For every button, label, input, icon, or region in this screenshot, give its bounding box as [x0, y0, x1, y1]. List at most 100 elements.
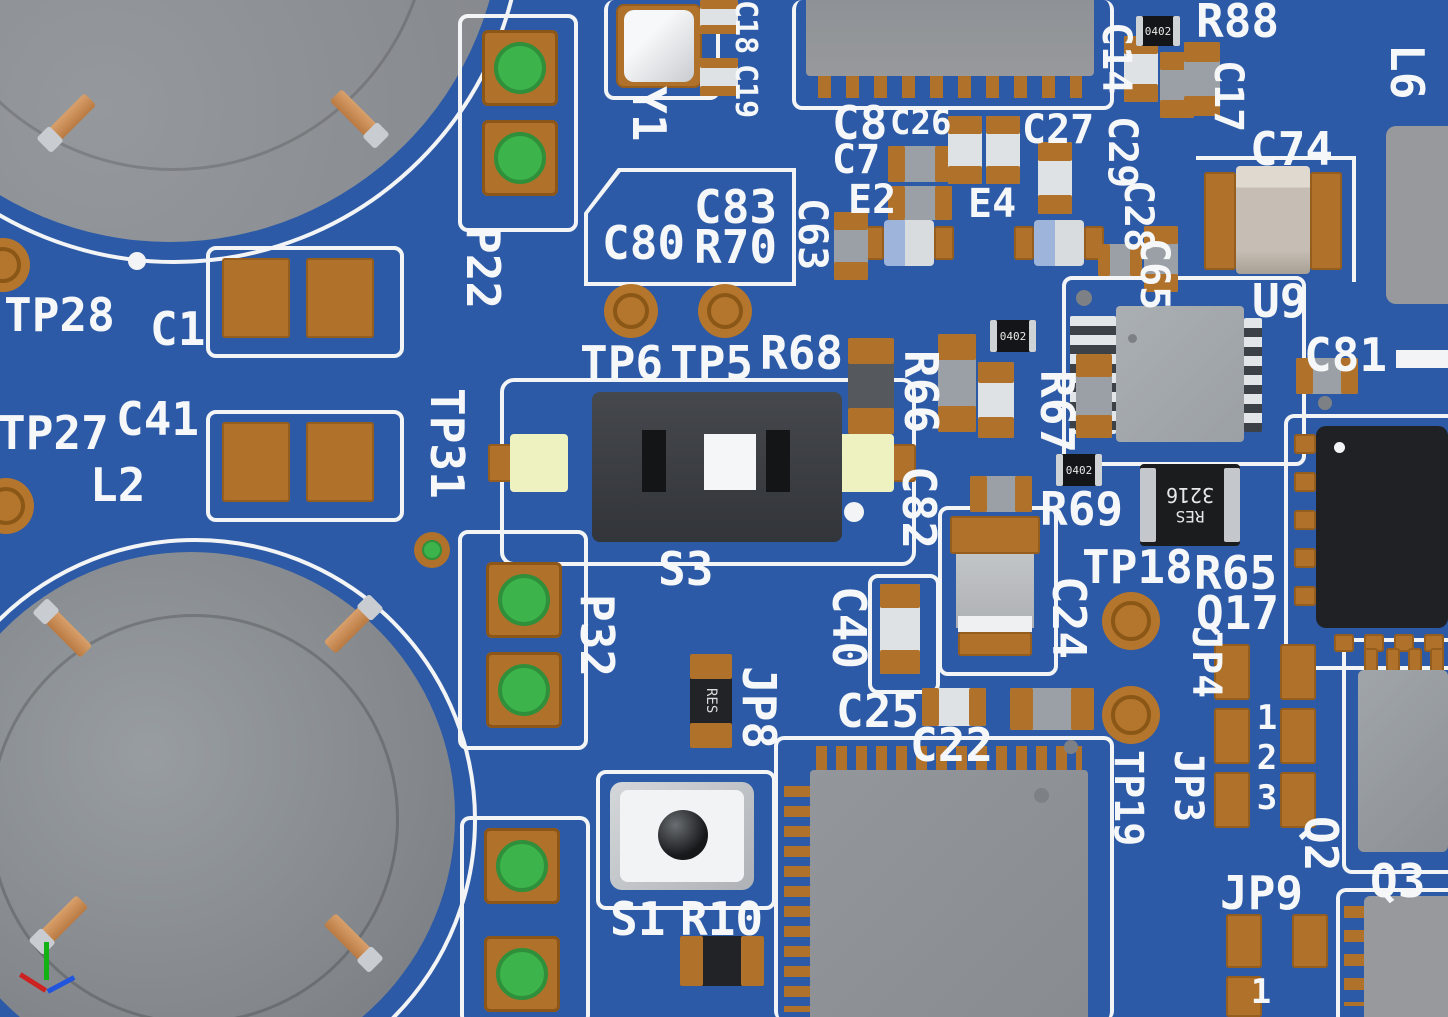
capacitor-c24-body[interactable] [956, 554, 1034, 628]
jumper-pad-jp3[interactable] [1280, 772, 1316, 828]
pad-q2 [1386, 648, 1400, 672]
label-tp6: TP6 [580, 336, 664, 390]
testpoint-tp6[interactable] [604, 284, 658, 338]
capacitor-c26[interactable] [948, 116, 982, 184]
resistor-r67[interactable] [1076, 354, 1112, 438]
capacitor-c74-body[interactable] [1236, 166, 1310, 274]
connector-p32-pin[interactable] [486, 562, 562, 638]
tantalum-e4[interactable] [1034, 220, 1084, 266]
jumper-pad-jp4[interactable] [1280, 644, 1316, 700]
qfp-pins-left [784, 786, 812, 1012]
label-r88: R88 [1196, 0, 1280, 48]
resistor-res3216[interactable]: RES 3216 [1140, 464, 1240, 546]
resistor-r69[interactable]: 0402 [1056, 454, 1102, 486]
switch-s3-tab [836, 434, 894, 492]
axis-y-green [44, 942, 49, 980]
capacitor-c22[interactable] [1010, 688, 1094, 730]
jumper-pad-jp9[interactable] [1292, 914, 1328, 968]
resistor-0402[interactable]: 0402 [990, 320, 1036, 352]
resistor-r66[interactable] [938, 334, 976, 432]
connector-p32-pin[interactable] [486, 652, 562, 728]
pad-c24 [958, 632, 1032, 656]
resistor-r10[interactable] [680, 936, 764, 986]
ic-qfp[interactable] [810, 770, 1088, 1017]
label-q17: Q17 [1196, 586, 1280, 640]
label-c8: C8 [832, 96, 888, 150]
ic-q3[interactable] [1364, 896, 1448, 1017]
switch-s3-tab [510, 434, 568, 492]
capacitor-c65[interactable] [1144, 226, 1178, 292]
capacitor-c63[interactable] [834, 212, 868, 280]
pad-c1 [306, 258, 374, 338]
chip-marking: RES [1175, 507, 1205, 527]
ic-u9[interactable] [1116, 306, 1244, 442]
capacitor-chip[interactable] [888, 186, 952, 220]
jumper-pad-jp4[interactable] [1214, 708, 1250, 764]
silkscreen-outline-y1 [604, 0, 720, 100]
u9-pins-right [1244, 318, 1262, 432]
connector-p22-pin[interactable] [482, 120, 558, 196]
capacitor-c27[interactable] [1038, 142, 1072, 214]
chip-marking: RES [703, 688, 719, 714]
tantalum-e2[interactable] [884, 220, 934, 266]
jumper-pad-jp3[interactable] [1214, 772, 1250, 828]
silkscreen-outline-top-ic [792, 0, 1114, 110]
capacitor-c17[interactable] [1184, 42, 1220, 116]
switch-s3-slot [766, 430, 790, 492]
jumper-pad-jp4[interactable] [1214, 644, 1250, 700]
silkscreen-dot [844, 502, 864, 522]
label-q2: Q2 [1294, 816, 1348, 872]
testpoint-tp18[interactable] [1102, 592, 1160, 650]
connector-p22-pin[interactable] [482, 30, 558, 106]
resistor-r68[interactable] [848, 338, 894, 434]
label-c41: C41 [116, 392, 200, 446]
jumper-pad-jp4[interactable] [1280, 708, 1316, 764]
label-c40: C40 [822, 586, 876, 670]
capacitor-c28[interactable] [1098, 244, 1142, 276]
chip-marking: 0402 [1144, 24, 1172, 38]
capacitor-c7[interactable] [888, 146, 952, 182]
label-tp5: TP5 [670, 336, 754, 390]
capacitor-chip[interactable] [978, 362, 1014, 438]
label-tp19: TP19 [1105, 750, 1151, 847]
label-y1: Y1 [622, 86, 676, 142]
testpoint-tp5[interactable] [698, 284, 752, 338]
connector-pin[interactable] [484, 828, 560, 904]
resistor-jp8[interactable]: RES [690, 654, 732, 748]
capacitor-c40[interactable] [880, 584, 920, 674]
switch-s3-actuator[interactable] [704, 434, 756, 490]
ic-top[interactable] [806, 0, 1094, 76]
jumper-pad-jp9[interactable] [1226, 914, 1262, 968]
connector-pin[interactable] [484, 936, 560, 1012]
ic-q2[interactable] [1358, 670, 1448, 852]
resistor-0402[interactable]: 0402 [1136, 16, 1180, 46]
chip-marking: 0402 [999, 329, 1027, 343]
label-c74: C74 [1250, 122, 1334, 176]
button-s1[interactable] [658, 810, 708, 860]
capacitor-chip[interactable] [986, 116, 1020, 184]
capacitor-c25[interactable] [922, 688, 986, 726]
capacitor-c81[interactable] [1296, 358, 1358, 394]
testpoint-tp28[interactable] [0, 238, 30, 292]
testpoint-tp27[interactable] [0, 478, 34, 534]
jumper-pad-jp9[interactable] [1226, 976, 1262, 1017]
via-dot [1064, 740, 1078, 754]
capacitor-c82[interactable] [970, 476, 1032, 512]
label-c18: C18 [728, 0, 763, 55]
capacitor-c19[interactable] [700, 58, 738, 96]
label-c1: C1 [150, 302, 206, 356]
label-p32: P32 [570, 594, 624, 678]
pad [1294, 472, 1316, 492]
label-jp3: JP3 [1165, 750, 1211, 823]
label-e4: E4 [968, 181, 1017, 227]
ic-black[interactable] [1316, 426, 1448, 628]
capacitor-c18[interactable] [700, 0, 738, 34]
inductor-l6[interactable] [1386, 126, 1448, 304]
crystal-y1[interactable] [624, 10, 694, 82]
label-c25: C25 [836, 684, 920, 738]
label-c27: C27 [1022, 107, 1095, 153]
silkscreen-outline-qfp [774, 736, 1114, 1017]
testpoint-tp19[interactable] [1102, 686, 1160, 744]
capacitor-c14[interactable] [1124, 36, 1158, 102]
